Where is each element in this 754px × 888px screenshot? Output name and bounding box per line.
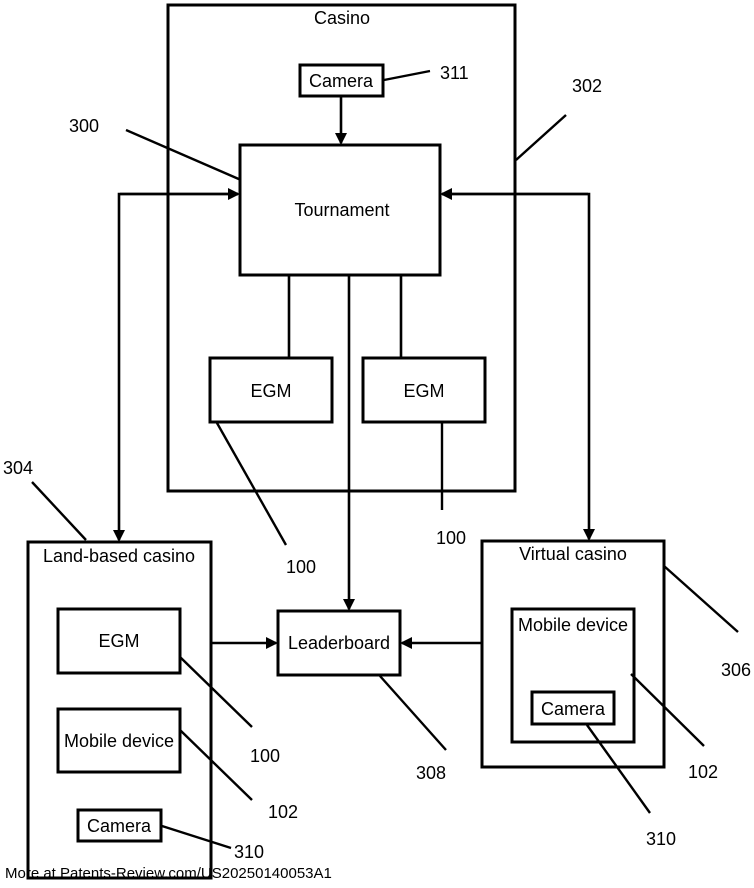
ref-308: 308 xyxy=(416,763,446,783)
land-egm-label: EGM xyxy=(98,631,139,651)
egm-right-label: EGM xyxy=(403,381,444,401)
ref-302-leader xyxy=(516,115,566,160)
ref-304-leader xyxy=(32,482,86,540)
ref-100-b: 100 xyxy=(436,528,466,548)
ref-311: 311 xyxy=(440,63,469,83)
ref-100-a: 100 xyxy=(286,557,316,577)
ref-308-leader xyxy=(380,676,446,750)
leaderboard-label: Leaderboard xyxy=(288,633,390,653)
tournament-label: Tournament xyxy=(294,200,389,220)
land-mobile-label: Mobile device xyxy=(64,731,174,751)
land-based-casino-label: Land-based casino xyxy=(43,546,195,566)
ref-304: 304 xyxy=(3,458,33,478)
virtual-casino-label: Virtual casino xyxy=(519,544,627,564)
ref-310-a: 310 xyxy=(234,842,264,862)
land-camera-label: Camera xyxy=(87,816,152,836)
virtual-mobile-label: Mobile device xyxy=(518,615,628,635)
ref-310-b: 310 xyxy=(646,829,676,849)
ref-300: 300 xyxy=(69,116,99,136)
ref-306-leader xyxy=(664,566,738,632)
egm-left-label: EGM xyxy=(250,381,291,401)
footer-watermark: More at Patents-Review.com/US20250140053… xyxy=(5,865,332,882)
virtual-camera-label: Camera xyxy=(541,699,606,719)
ref-102-a: 102 xyxy=(268,802,298,822)
casino-label: Casino xyxy=(314,8,370,28)
ref-100-c: 100 xyxy=(250,746,280,766)
ref-102-b: 102 xyxy=(688,762,718,782)
ref-302: 302 xyxy=(572,76,602,96)
camera-top-label: Camera xyxy=(309,71,374,91)
ref-306: 306 xyxy=(721,660,751,680)
